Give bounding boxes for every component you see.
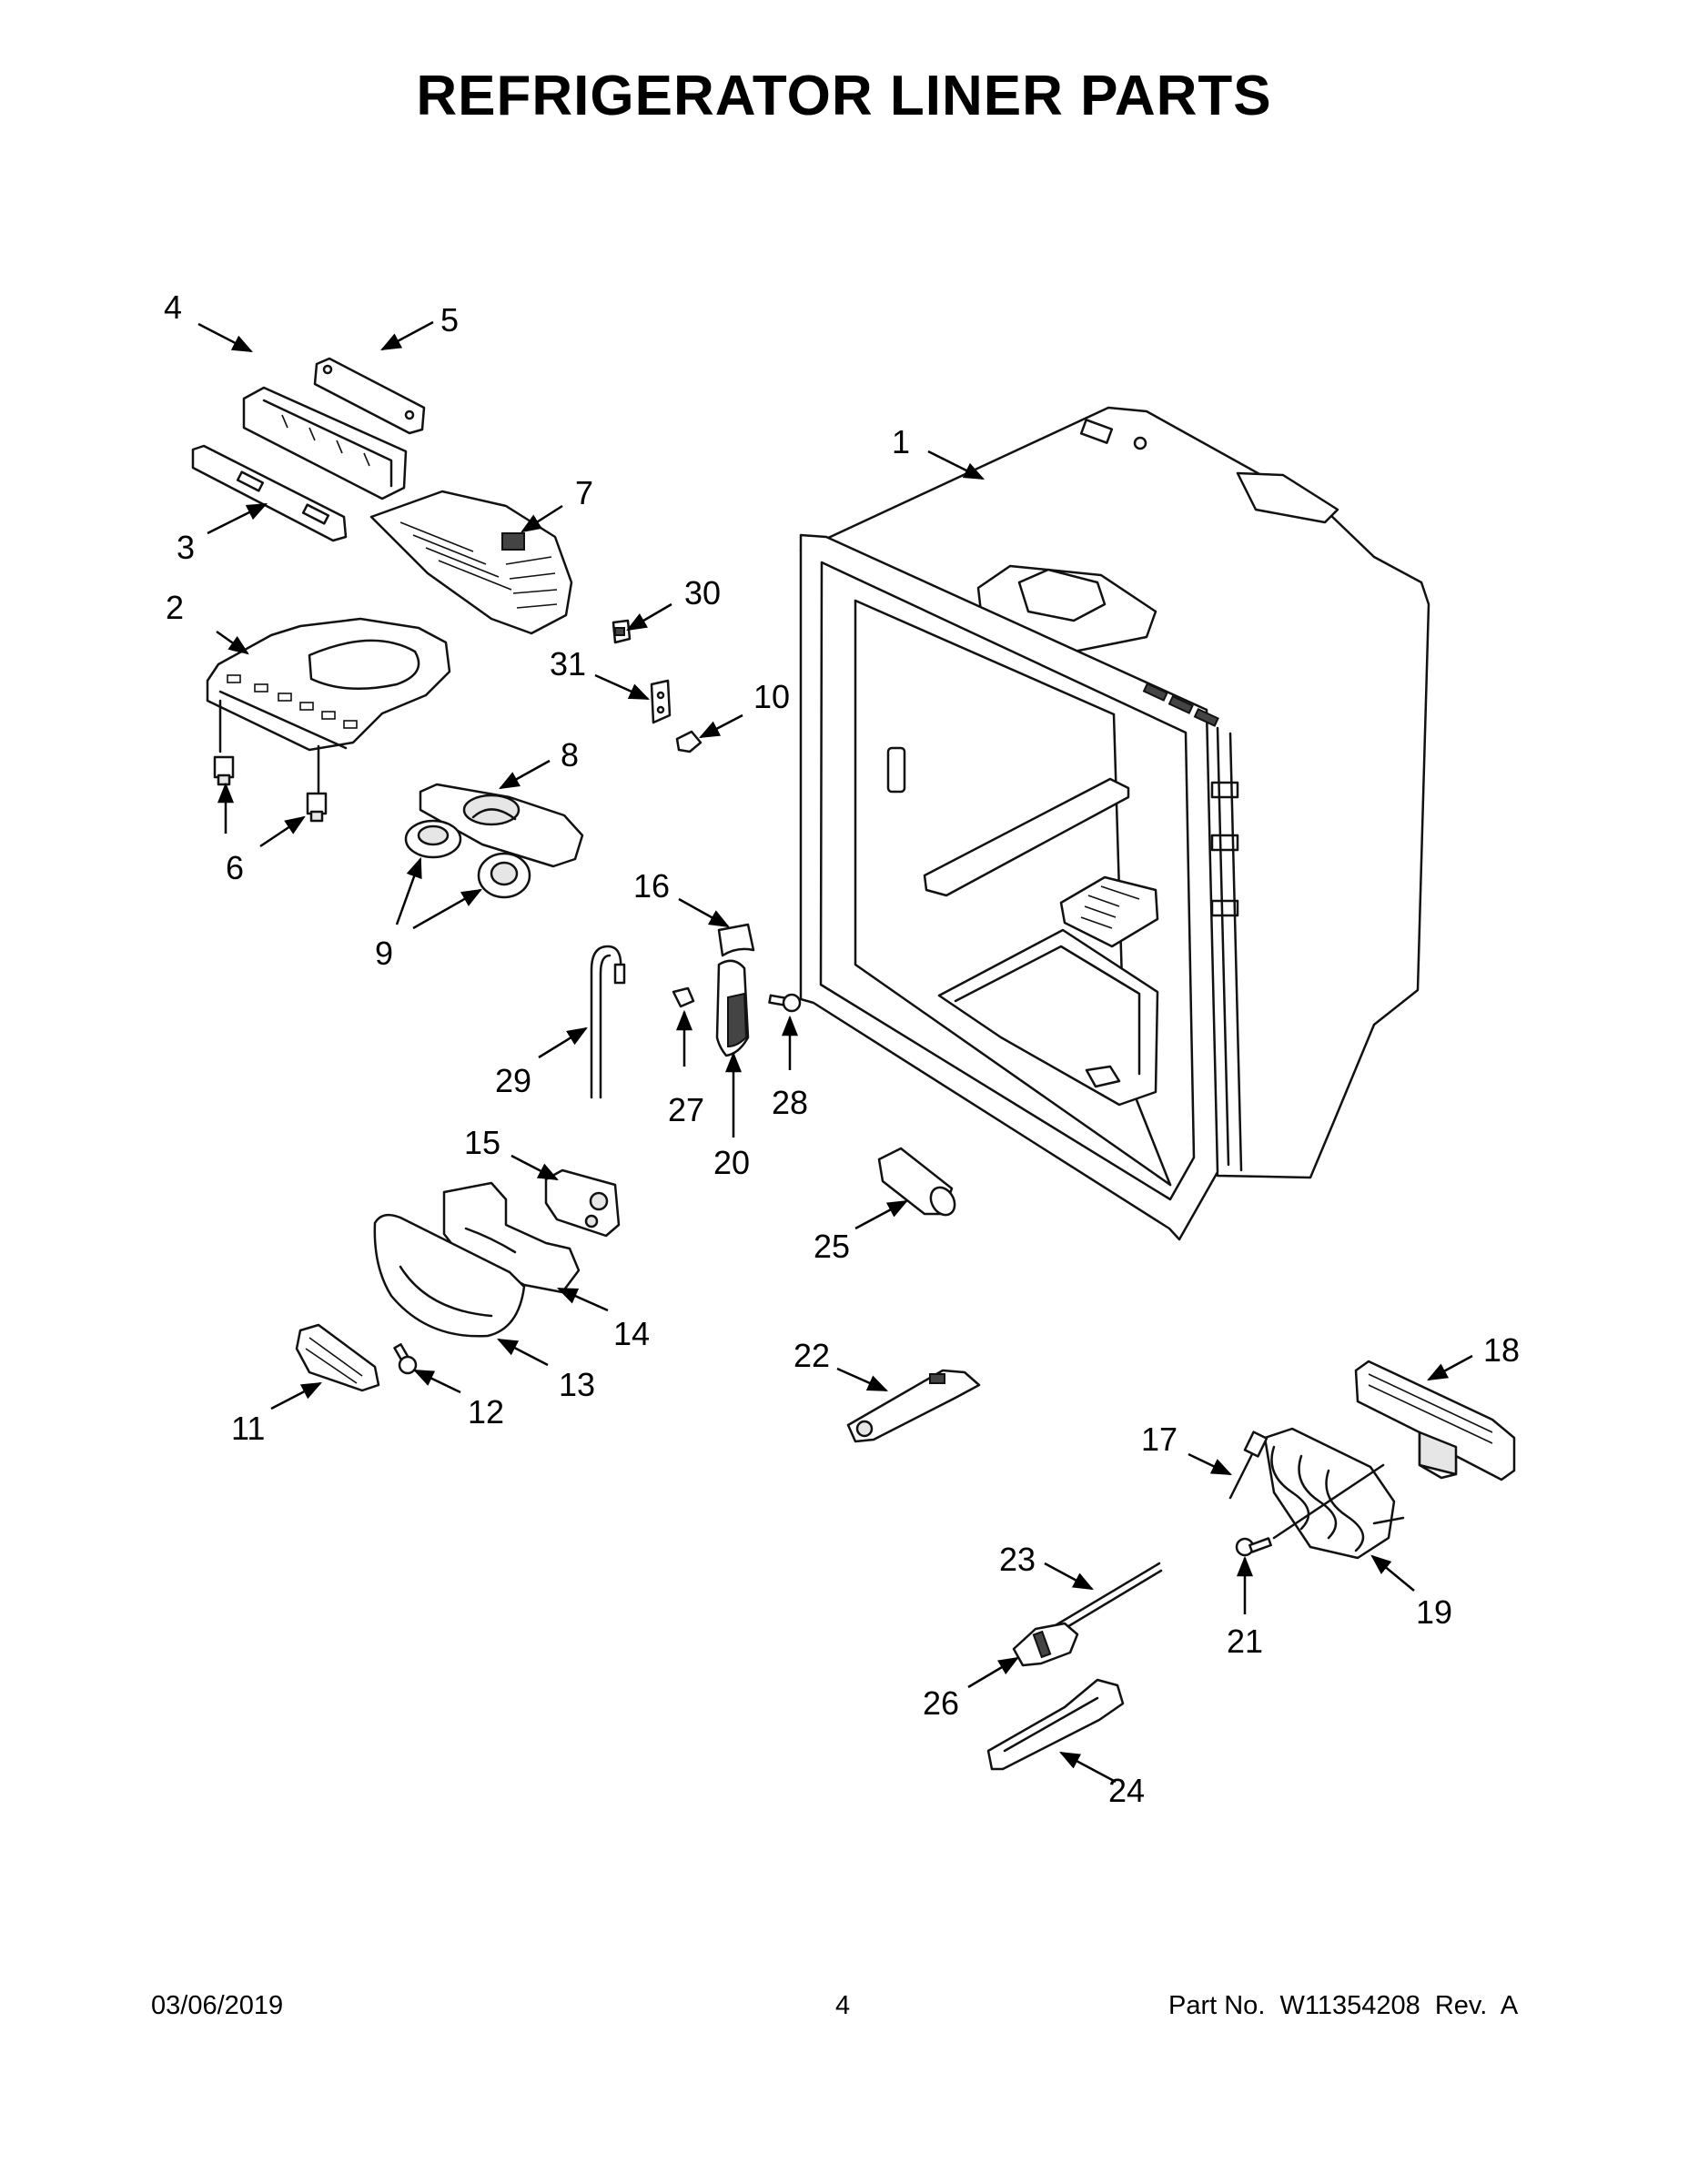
callout-8: 8	[561, 736, 579, 774]
callout-12: 12	[468, 1393, 504, 1431]
part-21-screw	[1235, 1537, 1272, 1557]
part-10-clip	[675, 730, 702, 753]
leader-5	[380, 320, 434, 351]
part-29-tube	[590, 945, 626, 1099]
callout-5: 5	[440, 301, 459, 339]
callout-13: 13	[559, 1366, 595, 1403]
leader-11	[270, 1381, 322, 1410]
part-16-cover	[717, 923, 755, 957]
leader-22	[836, 1367, 889, 1392]
callout-11: 11	[231, 1410, 265, 1447]
part-17-screw	[1228, 1431, 1269, 1500]
part-5-bracket	[313, 357, 426, 435]
footer-page-number: 4	[835, 1991, 851, 2020]
leader-15	[510, 1154, 559, 1181]
callout-28: 28	[772, 1084, 808, 1121]
callout-17: 17	[1141, 1421, 1178, 1458]
leader-16	[678, 897, 730, 928]
leader-lines	[197, 320, 1473, 1784]
part-7-vent-cover	[369, 490, 573, 635]
part-18-bracket	[1354, 1360, 1516, 1481]
leader-2	[216, 630, 249, 655]
part-28-screw	[768, 993, 802, 1013]
leader-14	[556, 1287, 609, 1312]
callout-6: 6	[226, 849, 244, 886]
part-2-control-panel	[206, 617, 451, 752]
part-11-trim	[295, 1323, 380, 1392]
footer-part-number: Part No. W11354208 Rev. A	[1168, 1991, 1519, 2020]
callout-14: 14	[613, 1315, 650, 1352]
part-3-strip	[191, 444, 348, 542]
part-26-thermistor	[1012, 1622, 1079, 1667]
callout-labels: 1 2 3 4 5 6 7 8 9 10 11 12 13 14 15 16 1…	[164, 288, 1520, 1809]
part-1-liner	[799, 406, 1430, 1241]
part-22-bracket	[846, 1369, 981, 1443]
callout-9: 9	[375, 935, 393, 972]
leader-30	[626, 602, 672, 632]
leader-9b	[412, 888, 482, 930]
leader-4	[197, 322, 253, 353]
leader-6b	[259, 815, 306, 848]
callout-4: 4	[164, 288, 182, 326]
callout-25: 25	[814, 1228, 850, 1265]
part-13-handle	[373, 1213, 526, 1338]
leader-31	[594, 673, 651, 701]
callout-21: 21	[1227, 1623, 1263, 1660]
leader-1	[927, 450, 986, 480]
callout-7: 7	[575, 474, 593, 511]
leader-23	[1044, 1562, 1094, 1591]
callout-29: 29	[495, 1062, 531, 1099]
callout-20: 20	[713, 1144, 750, 1181]
part-4-housing	[242, 386, 408, 500]
part-31-bracket	[650, 679, 672, 724]
part-24-bracket	[986, 1678, 1125, 1771]
callout-24: 24	[1108, 1772, 1145, 1809]
part-23-sensor	[1054, 1562, 1163, 1633]
leader-3	[207, 502, 268, 535]
leader-8	[499, 759, 551, 790]
part-30-clip	[612, 619, 632, 644]
part-27-clip	[672, 986, 695, 1008]
leader-25	[854, 1199, 908, 1230]
callout-10: 10	[753, 678, 790, 715]
callout-3: 3	[177, 529, 195, 566]
callout-23: 23	[999, 1541, 1036, 1578]
leader-7	[521, 504, 563, 533]
callout-2: 2	[166, 589, 184, 626]
callout-27: 27	[668, 1091, 704, 1128]
callout-15: 15	[464, 1124, 500, 1161]
part-20-flap	[715, 959, 750, 1057]
leader-18	[1427, 1354, 1473, 1381]
part-15-module	[544, 1168, 621, 1238]
leader-10	[699, 713, 743, 739]
callout-19: 19	[1416, 1593, 1452, 1631]
part-19-heater	[1263, 1427, 1405, 1560]
leader-26	[967, 1656, 1019, 1689]
callout-26: 26	[923, 1684, 959, 1722]
callout-22: 22	[793, 1337, 830, 1374]
part-6-switches	[213, 699, 328, 823]
leader-29	[538, 1026, 588, 1059]
callout-18: 18	[1483, 1331, 1520, 1369]
leader-12	[412, 1369, 461, 1394]
callout-31: 31	[550, 645, 586, 682]
leader-19	[1370, 1554, 1415, 1592]
leader-17	[1188, 1452, 1233, 1476]
leader-13	[497, 1338, 549, 1367]
page-title: REFRIGERATOR LINER PARTS	[416, 65, 1272, 127]
callout-1: 1	[892, 423, 910, 460]
callout-16: 16	[633, 867, 670, 905]
part-25-cylinder	[877, 1147, 956, 1217]
footer-date: 03/06/2019	[151, 1991, 284, 2020]
leader-9a	[395, 856, 422, 925]
part-12-screw	[393, 1343, 418, 1375]
leader-24	[1059, 1751, 1117, 1784]
part-9-wheels	[404, 819, 531, 899]
callout-30: 30	[684, 574, 721, 612]
